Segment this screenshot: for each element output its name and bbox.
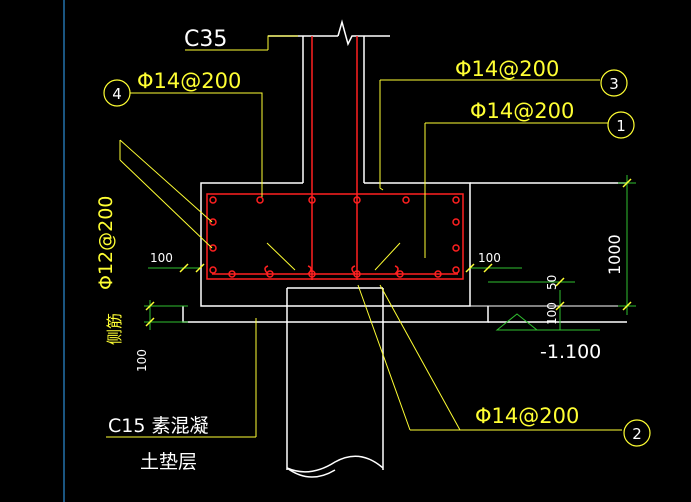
side-rebar-label: Φ12@200 bbox=[95, 196, 117, 290]
rebar-callout-1: Φ14@200 bbox=[470, 99, 574, 123]
dim-right-50: 50 bbox=[545, 275, 559, 290]
marker-4: 4 bbox=[103, 79, 131, 107]
elevation-label: -1.100 bbox=[540, 341, 601, 363]
dimension-ticks bbox=[145, 178, 632, 327]
concrete-grade-label: C35 bbox=[184, 27, 227, 52]
marker-4-label: 4 bbox=[112, 85, 122, 103]
dim-left-100: 100 bbox=[150, 251, 173, 265]
rebar-callout-3: Φ14@200 bbox=[455, 57, 559, 81]
marker-2: 2 bbox=[623, 419, 651, 447]
leader-lines bbox=[106, 35, 622, 438]
cushion-label: 土垫层 bbox=[140, 451, 197, 473]
side-note-label: 侧筋 bbox=[105, 313, 124, 345]
marker-1-label: 1 bbox=[616, 117, 626, 135]
marker-3-label: 3 bbox=[609, 75, 619, 93]
rebar-callout-2: Φ14@200 bbox=[475, 404, 579, 428]
dim-right-100: 100 bbox=[478, 251, 501, 265]
dim-bottom-100: 100 bbox=[135, 349, 149, 372]
marker-1: 1 bbox=[607, 111, 635, 139]
pile-outline bbox=[286, 287, 384, 478]
plain-concrete-label: C15 素混凝 bbox=[108, 415, 208, 437]
cushion-layer bbox=[182, 182, 627, 323]
rebar-callout-4: Φ14@200 bbox=[137, 69, 241, 93]
dimension-lines bbox=[144, 175, 636, 330]
elevation-symbol bbox=[495, 313, 600, 331]
dim-height-1000: 1000 bbox=[605, 234, 624, 275]
marker-2-label: 2 bbox=[632, 425, 642, 443]
marker-3: 3 bbox=[600, 69, 628, 97]
dim-right-small-100: 100 bbox=[545, 302, 559, 325]
rebar-dots bbox=[209, 196, 460, 278]
pile-cap-outline bbox=[200, 182, 471, 307]
column-outline bbox=[268, 19, 390, 183]
